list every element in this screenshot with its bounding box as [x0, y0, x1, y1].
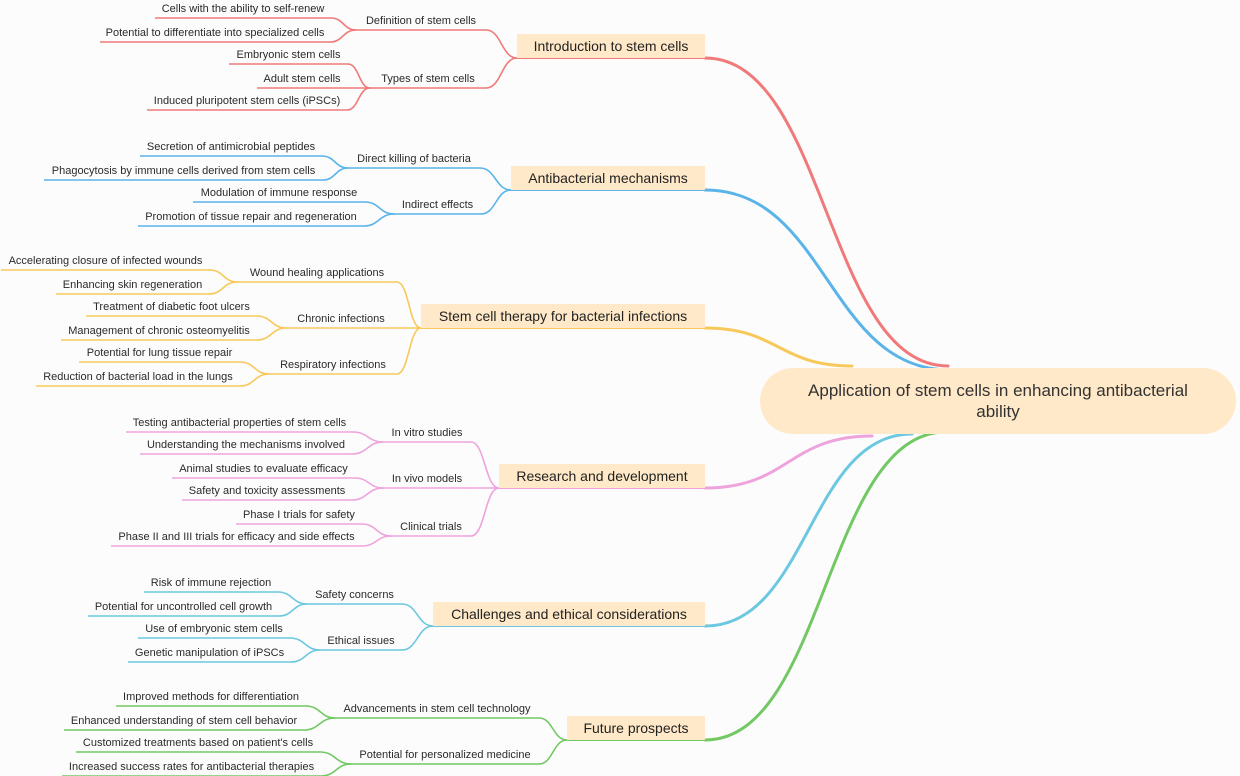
leaf-connector — [320, 763, 352, 776]
leaf-connector — [330, 17, 357, 31]
leaf-connector — [239, 361, 270, 375]
topic-node[interactable]: Chronic infections — [297, 313, 385, 325]
branch-connector — [703, 430, 948, 742]
leaf-connector — [209, 269, 238, 283]
leaf-node[interactable]: Cells with the ability to self-renew — [161, 3, 325, 15]
leaf-node[interactable]: Animal studies to evaluate efficacy — [179, 463, 348, 475]
leaf-connector — [239, 373, 270, 387]
leaf-node[interactable]: Adult stem cells — [263, 73, 341, 85]
branch-connector — [703, 326, 854, 368]
root-node[interactable]: Application of stem cells in enhancing a… — [760, 368, 1236, 434]
leaf-connector — [208, 281, 238, 295]
topic-node[interactable]: Definition of stem cells — [365, 15, 477, 27]
leaf-connector — [361, 535, 392, 547]
topic-connector — [479, 167, 512, 191]
branch-connector — [703, 432, 914, 628]
leaf-node[interactable]: Induced pluripotent stem cells (iPSCs) — [153, 95, 341, 107]
leaf-node[interactable]: Promotion of tissue repair and regenerat… — [145, 211, 357, 223]
leaf-connector — [352, 431, 384, 443]
leaf-node[interactable]: Management of chronic osteomyelitis — [68, 325, 250, 337]
topic-connector — [396, 281, 422, 329]
topic-node[interactable]: Respiratory infections — [280, 359, 386, 371]
leaf-node[interactable]: Accelerating closure of infected wounds — [8, 255, 203, 267]
leaf-node[interactable]: Increased success rates for antibacteria… — [68, 761, 315, 773]
branch-connector — [703, 56, 950, 368]
leaf-node[interactable]: Phase II and III trials for efficacy and… — [118, 531, 355, 543]
leaf-connector — [305, 705, 336, 719]
leaf-node[interactable]: Enhanced understanding of stem cell beha… — [70, 715, 298, 727]
branch-connector — [703, 188, 952, 372]
leaf-connector — [361, 523, 392, 537]
leaf-node[interactable]: Potential for lung tissue repair — [86, 347, 233, 359]
topic-node[interactable]: Advancements in stem cell technology — [343, 703, 531, 715]
branch-node[interactable]: Introduction to stem cells — [517, 34, 705, 58]
leaf-connector — [278, 603, 308, 617]
topic-connector — [401, 625, 434, 651]
leaf-connector — [346, 87, 371, 111]
leaf-node[interactable]: Reduction of bacterial load in the lungs — [43, 371, 233, 383]
leaf-connector — [364, 201, 395, 215]
leaf-connector — [289, 637, 321, 651]
leaf-node[interactable]: Genetic manipulation of iPSCs — [134, 647, 285, 659]
leaf-node[interactable]: Phase I trials for safety — [243, 509, 355, 521]
topic-connector — [480, 189, 512, 215]
leaf-connector — [256, 315, 287, 329]
topic-node[interactable]: Clinical trials — [400, 521, 462, 533]
leaf-node[interactable]: Enhancing skin regeneration — [62, 279, 203, 291]
leaf-connector — [351, 487, 384, 501]
leaf-node[interactable]: Safety and toxicity assessments — [188, 485, 346, 497]
topic-connector — [485, 29, 518, 59]
topic-node[interactable]: Potential for personalized medicine — [359, 749, 531, 761]
leaf-node[interactable]: Treatment of diabetic foot ulcers — [93, 301, 250, 313]
topic-node[interactable]: Types of stem cells — [381, 73, 475, 85]
leaf-node[interactable]: Customized treatments based on patient's… — [82, 737, 314, 749]
branch-node[interactable]: Research and development — [499, 464, 705, 488]
branch-node[interactable]: Stem cell therapy for bacterial infectio… — [421, 304, 705, 328]
leaf-connector — [347, 63, 371, 89]
topic-connector — [401, 603, 434, 627]
leaf-connector — [351, 441, 384, 455]
topic-connector — [470, 441, 500, 489]
root-label: Application of stem cells in enhancing a… — [808, 381, 1188, 421]
topic-node[interactable]: Wound healing applications — [249, 267, 385, 279]
topic-connector — [396, 327, 422, 375]
leaf-connector — [322, 167, 349, 181]
leaf-connector — [329, 29, 357, 43]
leaf-node[interactable]: Risk of immune rejection — [150, 577, 272, 589]
leaf-node[interactable]: Understanding the mechanisms involved — [146, 439, 346, 451]
topic-node[interactable]: Ethical issues — [327, 635, 395, 647]
leaf-connector — [321, 155, 349, 169]
topic-connector — [485, 57, 518, 89]
leaf-connector — [363, 213, 395, 227]
leaf-connector — [290, 649, 321, 663]
leaf-connector — [319, 751, 352, 765]
branch-node[interactable]: Antibacterial mechanisms — [511, 166, 705, 190]
leaf-node[interactable]: Potential for uncontrolled cell growth — [94, 601, 273, 613]
leaf-node[interactable]: Embryonic stem cells — [236, 49, 341, 61]
topic-connector — [470, 487, 500, 537]
leaf-node[interactable]: Potential to differentiate into speciali… — [105, 27, 325, 39]
leaf-node[interactable]: Secretion of antimicrobial peptides — [146, 141, 316, 153]
leaf-node[interactable]: Testing antibacterial properties of stem… — [132, 417, 347, 429]
topic-node[interactable]: Direct killing of bacteria — [357, 153, 471, 165]
leaf-connector — [277, 591, 308, 605]
topic-node[interactable]: In vitro studies — [391, 427, 463, 439]
leaf-node[interactable]: Use of embryonic stem cells — [145, 623, 283, 635]
leaf-node[interactable]: Modulation of immune response — [200, 187, 358, 199]
leaf-node[interactable]: Improved methods for differentiation — [123, 691, 299, 703]
branch-connector — [703, 434, 874, 490]
topic-connector — [538, 717, 568, 741]
leaf-connector — [354, 477, 384, 489]
topic-node[interactable]: Indirect effects — [401, 199, 474, 211]
leaf-node[interactable]: Phagocytosis by immune cells derived fro… — [51, 165, 316, 177]
leaf-connector — [303, 717, 336, 731]
leaf-connector — [256, 327, 287, 341]
topic-node[interactable]: In vivo models — [391, 473, 463, 485]
branch-node[interactable]: Challenges and ethical considerations — [433, 602, 705, 626]
branch-node[interactable]: Future prospects — [567, 716, 705, 740]
topic-node[interactable]: Safety concerns — [315, 589, 394, 601]
topic-connector — [538, 739, 568, 765]
